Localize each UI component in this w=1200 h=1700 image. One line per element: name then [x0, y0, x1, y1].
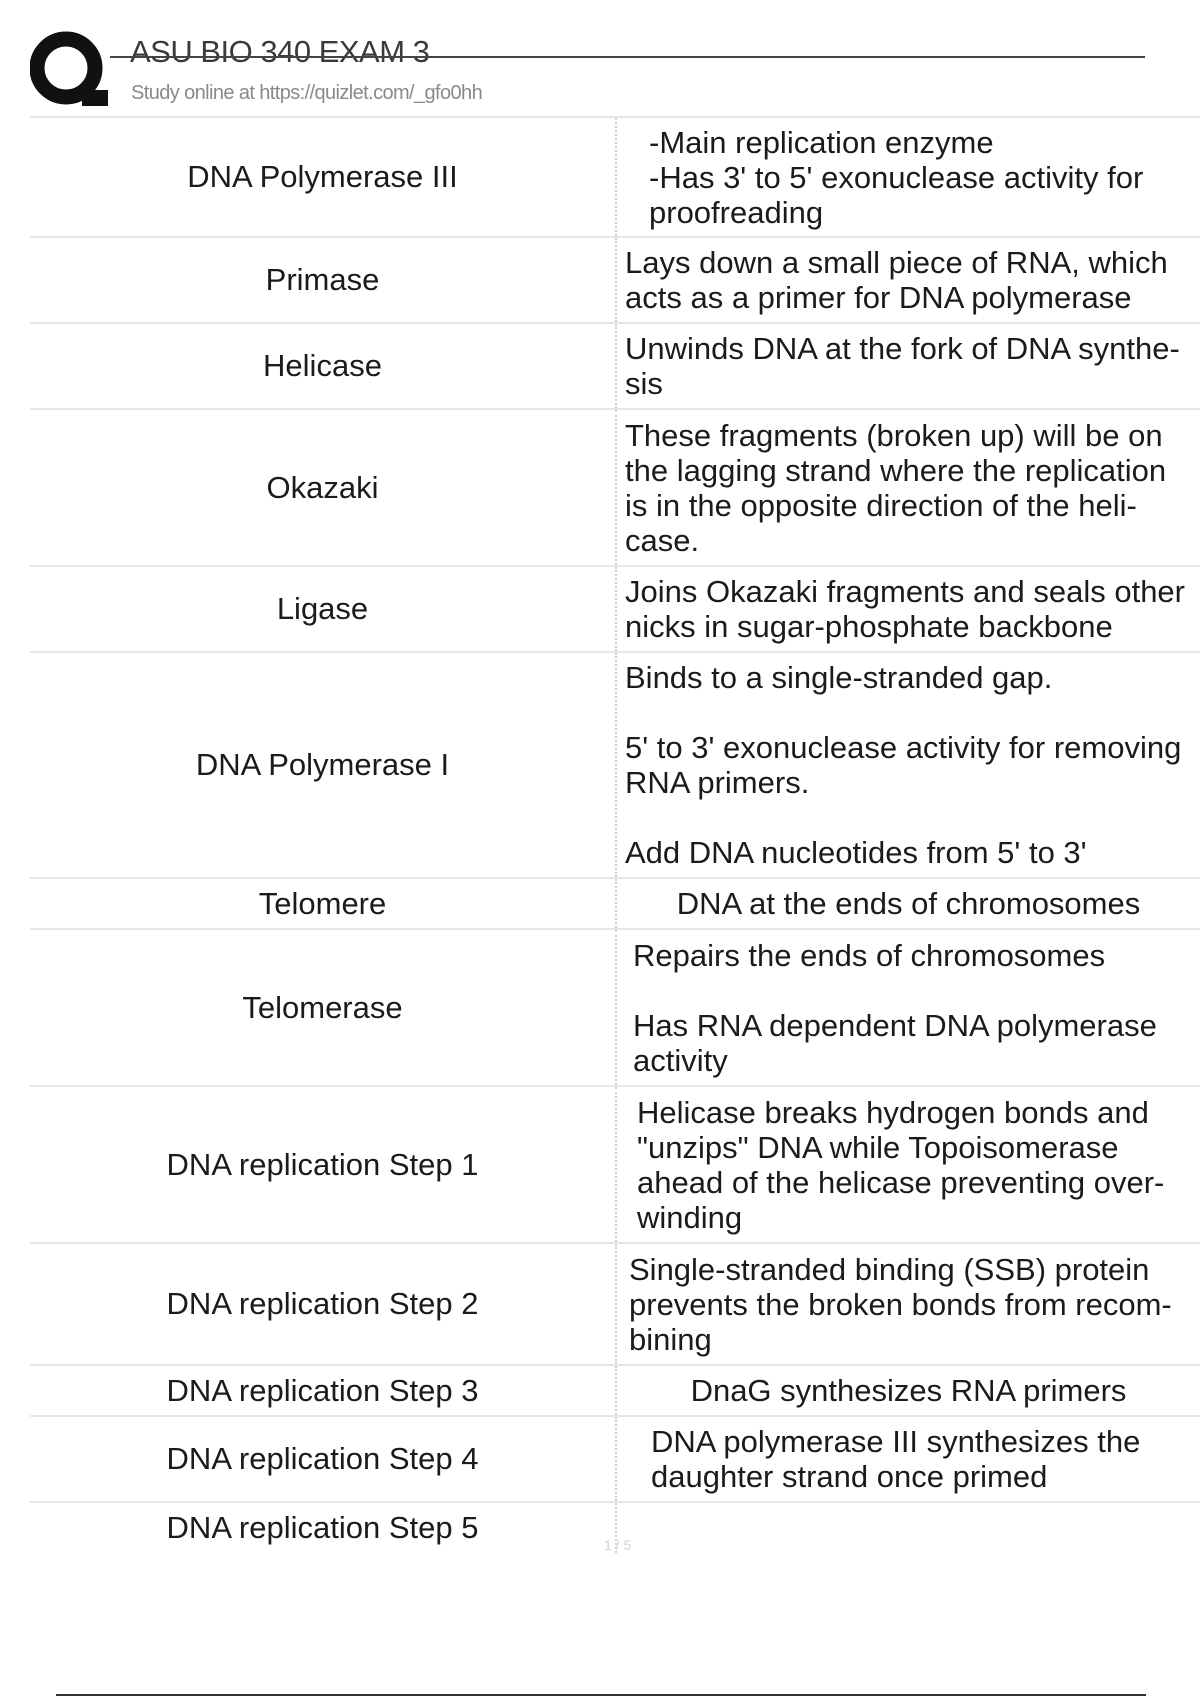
card-term: Primase	[265, 262, 380, 297]
card-definition: Unwinds DNA at the fork of DNA synthe- s…	[615, 324, 1200, 408]
card-definition: These fragments (broken up) will be on t…	[615, 410, 1200, 565]
card-term: Ligase	[276, 591, 369, 626]
card-term: Helicase	[263, 348, 382, 383]
study-online-subtitle: Study online at https://quizlet.com/_gfo…	[131, 82, 483, 104]
quizlet-logo	[30, 31, 108, 106]
card-definition: Binds to a single-stranded gap. 5' to 3'…	[615, 653, 1200, 877]
card-term: DNA Polymerase I	[195, 747, 450, 782]
card-term: DNA replication Step 1	[166, 1146, 479, 1182]
card-definition: DNA at the ends of chromosomes	[615, 879, 1200, 928]
card-term: DNA replication Step 4	[166, 1441, 479, 1476]
card-row: DNA replication Step 4 DNA polymerase II…	[30, 1415, 1200, 1501]
card-row: DNA Polymerase I Binds to a single-stran…	[30, 651, 1200, 877]
card-definition: DNA polymerase III synthesizes the daugh…	[615, 1417, 1200, 1501]
card-definition: Lays down a small piece of RNA, which ac…	[615, 238, 1200, 322]
page-number: 1 / 5	[604, 1537, 632, 1553]
flashcard-table: DNA Polymerase III -Main replication enz…	[30, 116, 1200, 1553]
card-definition: Single-stranded binding (SSB) protein pr…	[615, 1244, 1200, 1364]
card-row: DNA replication Step 5	[30, 1501, 1200, 1553]
card-term: DNA Polymerase III	[187, 159, 458, 194]
card-row: Helicase Unwinds DNA at the fork of DNA …	[30, 322, 1200, 408]
card-row: Okazaki These fragments (broken up) will…	[30, 408, 1200, 565]
card-term: DNA replication Step 3	[166, 1372, 479, 1408]
card-term: DNA replication Step 5	[166, 1510, 479, 1545]
card-row: DNA replication Step 2 Single-stranded b…	[30, 1242, 1200, 1364]
card-term: Telomere	[258, 885, 387, 921]
card-definition: Repairs the ends of chromosomes Has RNA …	[615, 930, 1200, 1085]
card-definition: DnaG synthesizes RNA primers	[615, 1366, 1200, 1415]
footer-rule	[56, 1694, 1146, 1696]
card-term: DNA replication Step 2	[166, 1286, 479, 1321]
title-strike-rule	[110, 56, 1145, 58]
card-row: Telomerase Repairs the ends of chromosom…	[30, 928, 1200, 1085]
card-row: DNA Polymerase III -Main replication enz…	[30, 116, 1200, 236]
card-row: Primase Lays down a small piece of RNA, …	[30, 236, 1200, 322]
card-row: Telomere DNA at the ends of chromosomes	[30, 877, 1200, 928]
card-definition	[615, 1503, 1200, 1553]
card-definition: Joins Okazaki fragments and seals other …	[615, 567, 1200, 651]
card-term: Okazaki	[266, 469, 379, 505]
card-row: DNA replication Step 3 DnaG synthesizes …	[30, 1364, 1200, 1415]
card-row: Ligase Joins Okazaki fragments and seals…	[30, 565, 1200, 651]
card-row: DNA replication Step 1 Helicase breaks h…	[30, 1085, 1200, 1242]
page-title: ASU BIO 340 EXAM 3	[130, 34, 430, 69]
card-definition: Helicase breaks hydrogen bonds and "unzi…	[615, 1087, 1200, 1242]
card-term: Telomerase	[242, 989, 403, 1025]
card-definition: -Main replication enzyme -Has 3' to 5' e…	[615, 118, 1200, 236]
